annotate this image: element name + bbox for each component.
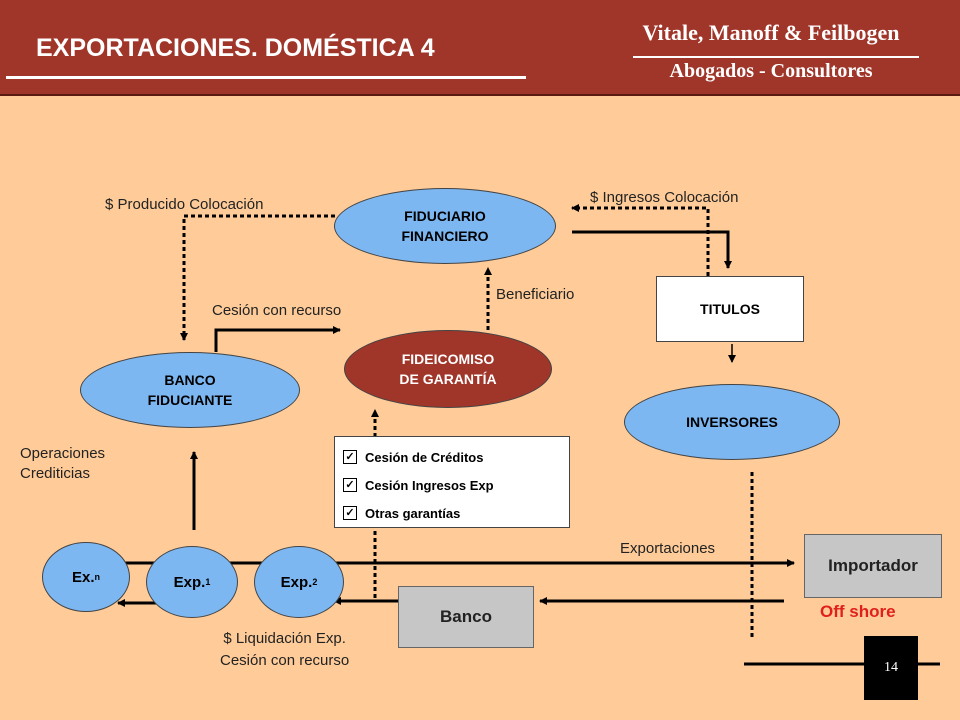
banco-fiduciante-line1: BANCO	[164, 372, 216, 388]
exn-sub: n	[94, 572, 101, 582]
checkbox-checked-icon: ✓	[343, 450, 357, 464]
checklist-item-label: Cesión Ingresos Exp	[365, 477, 494, 493]
guarantees-checklist: ✓ Cesión de Créditos ✓ Cesión Ingresos Exp…	[334, 436, 570, 528]
label-operaciones: Operaciones Crediticias	[20, 444, 105, 484]
checklist-item-label: Cesión de Créditos	[365, 449, 484, 465]
node-fiduciario-financiero: FIDUCIARIO FINANCIERO	[334, 188, 556, 264]
node-titulos: TITULOS	[656, 276, 804, 342]
checklist-item: ✓ Cesión Ingresos Exp	[335, 471, 569, 499]
node-fideicomiso-garantia: FIDEICOMISO DE GARANTÍA	[344, 330, 552, 408]
node-exp2: Exp.2	[254, 546, 344, 618]
node-inversores: INVERSORES	[624, 384, 840, 460]
page-number: 14	[864, 636, 918, 700]
node-banco-fiduciante: BANCO FIDUCIANTE	[80, 352, 300, 428]
label-liquidacion-line1: $ Liquidación Exp.	[223, 630, 346, 647]
fiduciario-line2: FINANCIERO	[401, 228, 489, 244]
node-exp1: Exp.1	[146, 546, 238, 618]
firm-tagline: Abogados - Consultores	[669, 60, 873, 82]
label-beneficiario: Beneficiario	[496, 286, 575, 303]
page-title: EXPORTACIONES. DOMÉSTICA 4	[36, 34, 435, 62]
header-banner: EXPORTACIONES. DOMÉSTICA 4 Vitale, Manof…	[0, 0, 960, 96]
firm-name: Vitale, Manoff & Feilbogen	[642, 20, 900, 45]
checklist-item: ✓ Otras garantías	[335, 499, 569, 527]
node-banco: Banco	[398, 586, 534, 648]
checkbox-checked-icon: ✓	[343, 506, 357, 520]
fideicomiso-line2: DE GARANTÍA	[399, 371, 497, 387]
node-exn: Ex.n	[42, 542, 130, 612]
label-exportaciones: Exportaciones	[620, 540, 716, 557]
exp2-main: Exp.	[280, 573, 313, 591]
node-importador: Importador	[804, 534, 942, 598]
label-liquidacion: $ Liquidación Exp. Cesión con recurso	[220, 628, 349, 672]
label-operaciones-line2: Crediticias	[20, 465, 91, 482]
ingresos-arrow	[571, 204, 710, 276]
label-operaciones-line1: Operaciones	[20, 445, 106, 462]
banco-fiduciante-line2: FIDUCIANTE	[147, 392, 233, 408]
label-offshore: Off shore	[820, 602, 896, 621]
label-producido: $ Producido Colocación	[105, 196, 264, 213]
producido-arrow	[180, 214, 335, 341]
fiduciario-titulos-arrow	[572, 230, 732, 269]
checklist-item: ✓ Cesión de Créditos	[335, 443, 569, 471]
fideicomiso-line1: FIDEICOMISO	[401, 351, 495, 367]
exp1-sub: 1	[205, 577, 211, 587]
firm-divider	[633, 56, 919, 58]
exp1-main: Exp.	[173, 573, 206, 591]
title-underline	[6, 76, 526, 79]
label-ingresos: $ Ingresos Colocación	[590, 189, 739, 206]
checklist-item-label: Otras garantías	[365, 505, 461, 521]
cesion-arrow	[214, 326, 341, 352]
checkbox-checked-icon: ✓	[343, 478, 357, 492]
exp2-sub: 2	[312, 577, 318, 587]
label-liquidacion-line2: Cesión con recurso	[220, 652, 350, 669]
exn-main: Ex.	[71, 568, 95, 586]
label-cesion-recurso: Cesión con recurso	[212, 302, 342, 319]
fiduciario-line1: FIDUCIARIO	[404, 208, 486, 224]
